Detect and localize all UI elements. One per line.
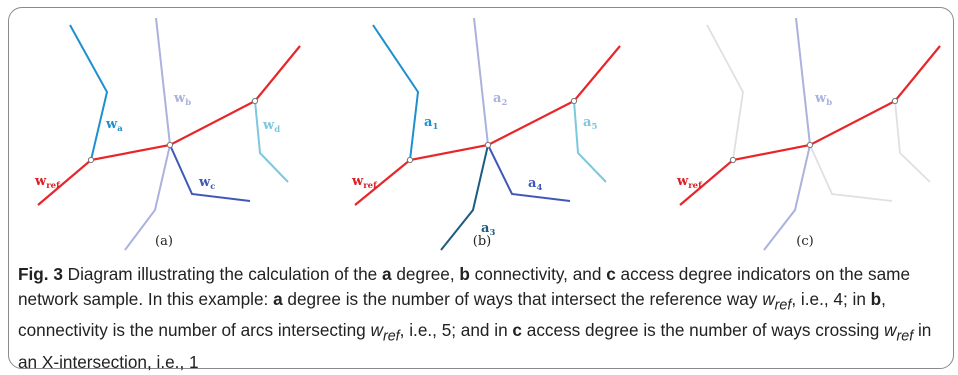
way-w-ref <box>354 45 621 206</box>
arc-a4 <box>487 144 571 202</box>
label-w-ref: wref <box>34 174 61 191</box>
label-a2: a2 <box>493 91 507 108</box>
node <box>87 156 95 164</box>
way-w-ref <box>37 45 301 206</box>
label-w-b: wb <box>814 91 832 108</box>
node <box>484 141 492 149</box>
label-w-b: wb <box>173 91 191 108</box>
node <box>729 156 737 164</box>
label-w-ref: wref <box>676 174 703 191</box>
node <box>806 141 814 149</box>
figure-number: Fig. 3 <box>18 264 63 284</box>
way-w-b <box>763 17 812 251</box>
node <box>406 156 414 164</box>
label-w-ref: wref <box>351 174 378 191</box>
way-w-b <box>124 17 172 251</box>
node <box>251 97 259 105</box>
label-a3: a3 <box>481 221 495 238</box>
label-a4: a4 <box>528 176 542 193</box>
node <box>891 97 899 105</box>
panel-label-c: (c) <box>796 234 813 249</box>
faded-way <box>809 144 893 202</box>
faded-way <box>894 100 931 183</box>
panel-label-b: (b) <box>473 234 491 249</box>
panel-a: wref wa wb wc wd (a) <box>34 17 301 251</box>
way-w-d <box>254 100 289 183</box>
label-w-d: wd <box>262 118 280 135</box>
arc-a1 <box>372 24 420 161</box>
panel-c: wref wb (c) <box>676 17 941 251</box>
faded-way <box>706 24 744 161</box>
figure-caption: Fig. 3 Diagram illustrating the calculat… <box>18 264 932 372</box>
figure-frame <box>8 7 954 369</box>
node <box>166 141 174 149</box>
arc-a5 <box>573 100 607 183</box>
label-a5: a5 <box>583 115 597 132</box>
label-w-a: wa <box>105 117 123 134</box>
panel-label-a: (a) <box>155 234 173 249</box>
arc-a3 <box>440 144 489 251</box>
node <box>570 97 578 105</box>
panel-b: wref a1 a2 a3 a4 a5 (b) <box>351 17 621 251</box>
figure-panels: wref wa wb wc wd (a) wref a1 a2 a3 a4 a5… <box>34 17 941 251</box>
label-a1: a1 <box>424 115 438 132</box>
label-w-c: wc <box>198 175 215 192</box>
arc-a2 <box>473 17 489 146</box>
way-w-ref <box>679 45 941 206</box>
way-w-a <box>69 24 109 161</box>
way-w-c <box>169 144 251 202</box>
